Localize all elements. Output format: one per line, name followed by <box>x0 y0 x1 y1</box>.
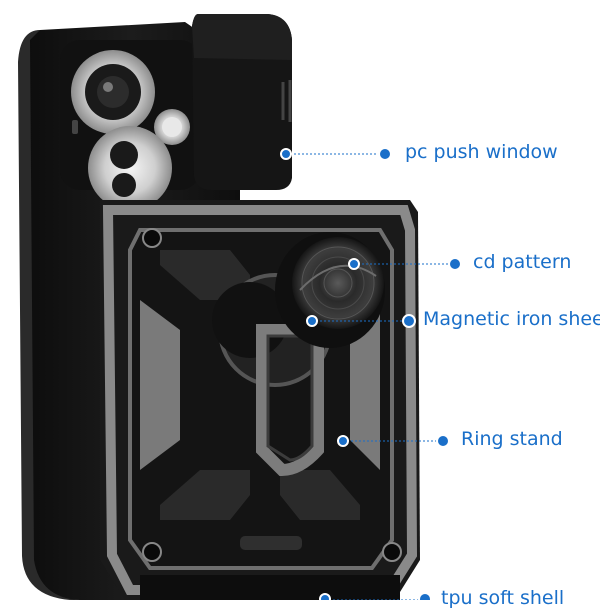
callout-pc <box>280 147 392 161</box>
camera-lenses <box>71 50 190 210</box>
label-magnetic-iron-sheet: Magnetic iron sheet <box>423 308 600 330</box>
label-ring-stand: Ring stand <box>461 428 563 450</box>
cd-pattern-knob <box>275 232 385 348</box>
push-window-slider <box>192 14 292 190</box>
label-cd-pattern: cd pattern <box>473 251 572 273</box>
label-pc-push-window: pc push window <box>405 141 558 163</box>
callout-ring <box>337 434 450 448</box>
callout-cd <box>348 257 462 271</box>
label-tpu-soft-shell: tpu soft shell <box>441 587 565 609</box>
callout-mag <box>306 314 416 328</box>
